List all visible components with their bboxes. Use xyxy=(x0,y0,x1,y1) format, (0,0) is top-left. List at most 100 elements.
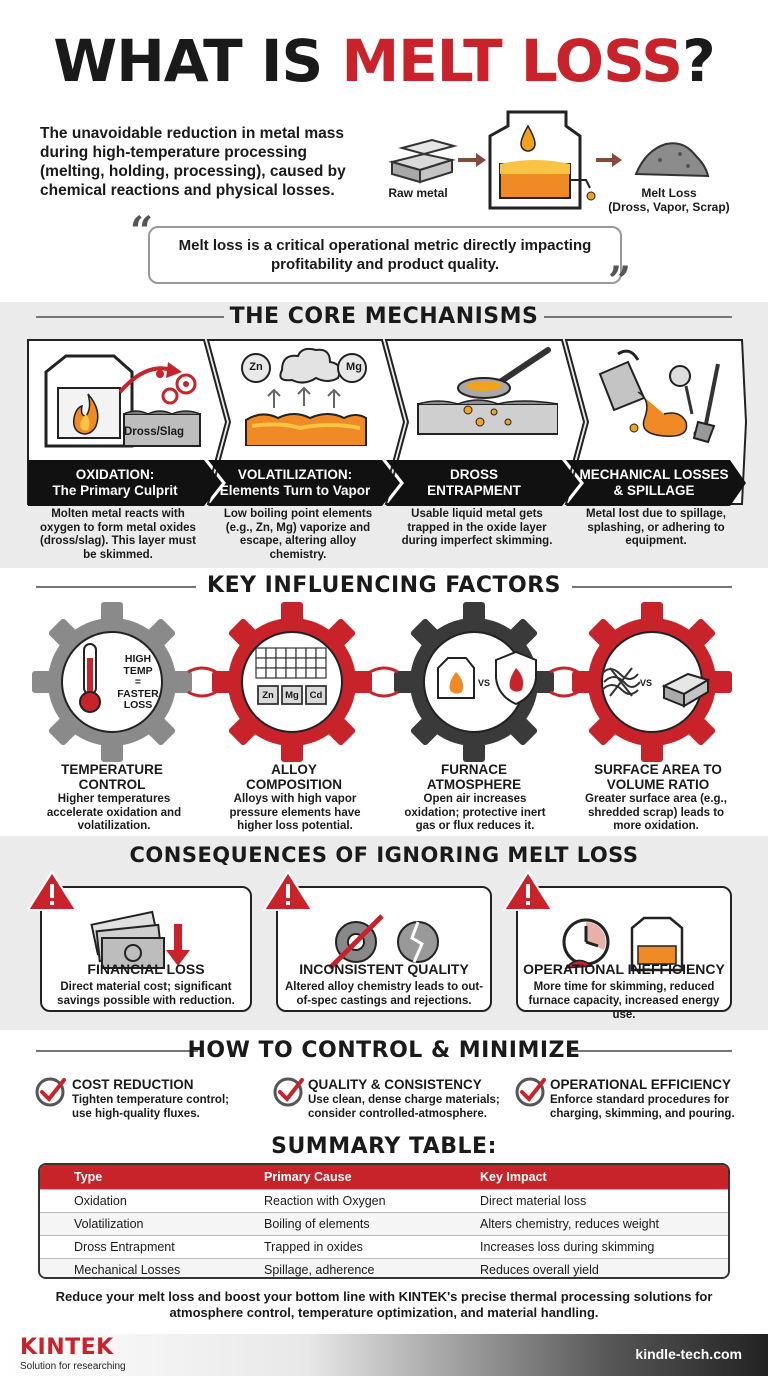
table-cell: Direct material loss xyxy=(480,1194,587,1208)
furnace-icon xyxy=(488,110,596,210)
gear-icon xyxy=(211,602,373,762)
consequence-financial-title: FINANCIAL LOSS xyxy=(87,961,205,977)
dross-slag-label: Dross/Slag xyxy=(124,426,185,438)
table-header: Type xyxy=(74,1170,103,1184)
table-header: Key Impact xyxy=(480,1170,547,1184)
element-mg: Mg xyxy=(285,690,299,701)
periodic-table-icon xyxy=(255,647,327,705)
vs-label: VS xyxy=(477,678,490,688)
spillage-icon xyxy=(598,349,720,444)
consequence-card-operational xyxy=(516,886,732,1012)
factors-title: KEY INFLUENCING FACTORS xyxy=(207,573,561,598)
shredded-scrap-icon xyxy=(601,667,641,697)
check-circle-icon xyxy=(273,1077,304,1107)
money-stack-icon xyxy=(90,910,165,969)
summary-title: SUMMARY TABLE: xyxy=(271,1134,497,1159)
intro-text: The unavoidable reduction in metal mass … xyxy=(40,125,346,199)
divider xyxy=(570,1050,732,1052)
mechanism-label-bars xyxy=(28,460,746,506)
factor-alloy-desc: Alloys with high vapor pressure elements… xyxy=(229,793,361,832)
factor-gears xyxy=(31,602,733,762)
table-row: Oxidation Reaction with Oxygen Direct ma… xyxy=(40,1189,728,1212)
warning-icon xyxy=(263,871,313,911)
check-circle-icon xyxy=(35,1077,66,1107)
zn-label: Zn xyxy=(249,361,263,373)
table-cell: Alters chemistry, reduces weight xyxy=(480,1217,659,1231)
quote-box: Melt loss is a critical operational metr… xyxy=(148,226,622,284)
table-cell: Reaction with Oxygen xyxy=(264,1194,386,1208)
consequence-operational-desc: More time for skimming, reduced furnace … xyxy=(528,981,720,1021)
furnace-icon xyxy=(437,657,475,699)
mechanism-oxidation-desc: Molten metal reacts with oxygen to form … xyxy=(40,508,196,561)
brand-logo: KINTEK xyxy=(20,1335,114,1360)
mechanism-oxidation-title: OXIDATION:The Primary Culprit xyxy=(52,467,178,498)
raw-metal-label: Raw metal xyxy=(388,186,448,200)
arrow-right-icon xyxy=(596,153,622,167)
table-cell: Oxidation xyxy=(74,1194,127,1208)
table-row: Mechanical Losses Spillage, adherence Re… xyxy=(40,1258,728,1277)
table-cell: Trapped in oxides xyxy=(264,1240,363,1254)
element-zn: Zn xyxy=(262,690,274,701)
consequence-operational-title: OPERATIONAL INEFFICIENCY xyxy=(523,961,725,977)
table-header: Primary Cause xyxy=(264,1170,352,1184)
mechanism-dross-desc: Usable liquid metal gets trapped in the … xyxy=(401,508,553,547)
close-quote-icon: ” xyxy=(608,258,632,305)
footer-bar xyxy=(0,1334,768,1376)
brand-tagline: Solution for researching xyxy=(20,1361,126,1372)
website-link[interactable]: kindle-tech.com xyxy=(635,1346,742,1362)
mechanism-volatilization-title: VOLATILIZATION:Elements Turn to Vapor xyxy=(219,467,371,498)
dross-entrapment-icon xyxy=(417,347,558,435)
control-cost-title: COST REDUCTION xyxy=(72,1077,194,1092)
divider xyxy=(544,316,732,318)
closing-text: Reduce your melt loss and boost your bot… xyxy=(55,1289,713,1320)
divider xyxy=(36,586,196,588)
control-quality-title: QUALITY & CONSISTENCY xyxy=(308,1077,482,1092)
factor-atmosphere-desc: Open air increases oxidation; protective… xyxy=(404,793,546,832)
solid-block-icon xyxy=(661,672,711,708)
table-cell: Dross Entrapment xyxy=(74,1240,175,1254)
consequence-icons xyxy=(27,871,684,972)
warning-icon xyxy=(503,871,553,911)
divider xyxy=(572,586,732,588)
consequence-quality-desc: Altered alloy chemistry leads to out-of-… xyxy=(284,981,484,1007)
volatilization-icon xyxy=(241,347,367,446)
summary-table: Type Primary Cause Key Impact Oxidation … xyxy=(38,1163,730,1279)
table-cell: Spillage, adherence xyxy=(264,1263,375,1277)
table-header-row: Type Primary Cause Key Impact xyxy=(40,1165,728,1189)
control-title: HOW TO CONTROL & MINIMIZE xyxy=(187,1038,581,1063)
mechanism-mechanical-desc: Metal lost due to spillage, splashing, o… xyxy=(586,508,726,547)
consequences-title: CONSEQUENCES OF IGNORING MELT LOSS xyxy=(129,843,639,867)
arrow-down-icon xyxy=(166,924,190,966)
consequence-card-quality xyxy=(276,886,492,1012)
table-row: Dross Entrapment Trapped in oxides Incre… xyxy=(40,1235,728,1258)
ingot-icon xyxy=(388,138,458,184)
process-illustration xyxy=(388,110,710,210)
mechanism-mechanical-title: MECHANICAL LOSSES& SPILLAGE xyxy=(579,467,729,498)
melt-loss-label: Melt Loss(Dross, Vapor, Scrap) xyxy=(608,186,730,214)
control-quality-desc: Use clean, dense charge materials; consi… xyxy=(308,1094,500,1120)
table-row: Volatilization Boiling of elements Alter… xyxy=(40,1212,728,1235)
consequence-quality-title: INCONSISTENT QUALITY xyxy=(299,961,469,977)
gear-icon xyxy=(328,914,384,970)
control-efficiency-title: OPERATIONAL EFFICIENCY xyxy=(550,1077,732,1092)
control-check-icons xyxy=(35,1077,546,1107)
dross-pile-icon xyxy=(634,142,710,178)
table-cell: Volatilization xyxy=(74,1217,144,1231)
check-circle-icon xyxy=(515,1077,546,1107)
mg-label: Mg xyxy=(346,361,362,373)
arrow-right-icon xyxy=(458,153,486,167)
factor-temperature-desc: Higher temperatures accelerate oxidation… xyxy=(46,793,182,832)
consequence-financial-desc: Direct material cost; significant saving… xyxy=(57,981,235,1007)
control-cost-desc: Tighten temperature control; use high-qu… xyxy=(72,1094,229,1120)
cracked-part-icon xyxy=(397,921,439,963)
table-cell: Boiling of elements xyxy=(264,1217,370,1231)
table-cell: Mechanical Losses xyxy=(74,1263,181,1277)
mechanism-volatilization-desc: Low boiling point elements (e.g., Zn, Mg… xyxy=(223,508,373,561)
factor-surface-desc: Greater surface area (e.g., shredded scr… xyxy=(585,793,727,832)
